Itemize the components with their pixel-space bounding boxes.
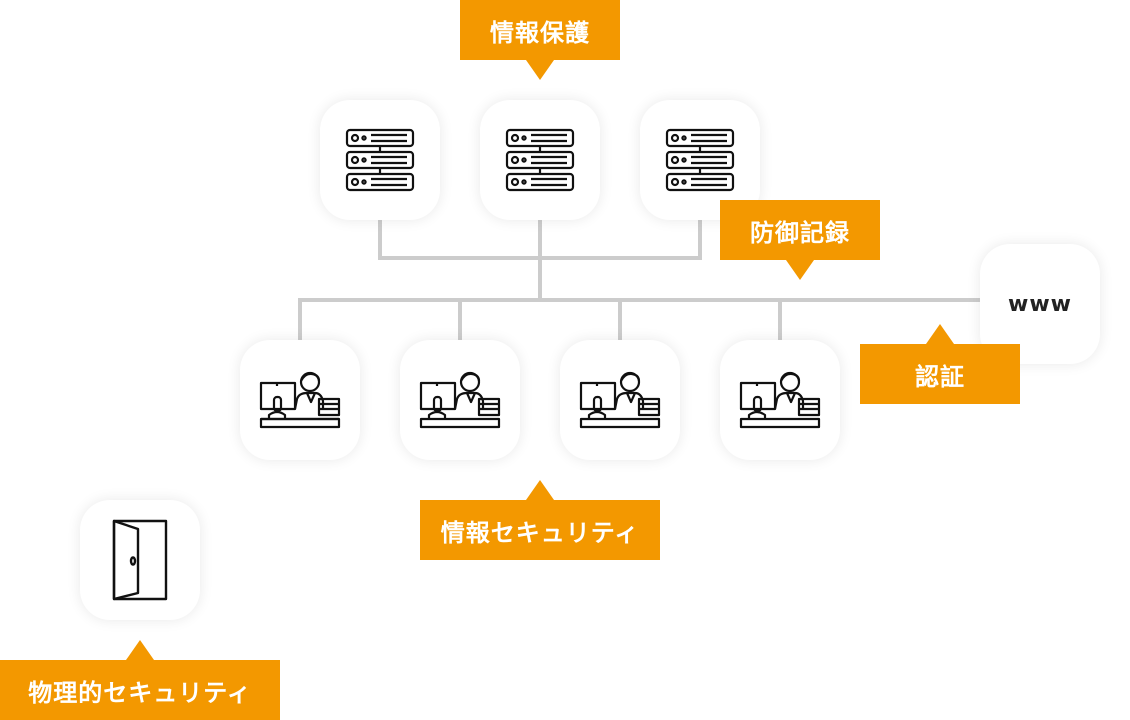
server-rack-icon [345,128,415,192]
label-physical-security: 物理的セキュリティ [0,660,280,720]
workstation-node-2 [400,340,520,460]
door-icon [112,519,168,601]
label-defense-log-text: 防御記録 [750,218,850,247]
server-node-1 [320,100,440,220]
label-info-security-text: 情報セキュリティ [440,518,640,547]
workstation-node-4 [720,340,840,460]
person-at-computer-icon [419,371,501,429]
workstation-node-3 [560,340,680,460]
door-node [80,500,200,620]
person-at-computer-icon [259,371,341,429]
server-rack-icon [665,128,735,192]
server-rack-icon [505,128,575,192]
label-authentication-text: 認証 [915,362,965,391]
label-defense-log: 防御記録 [720,200,880,260]
label-info-protection-text: 情報保護 [490,18,590,47]
workstation-node-1 [240,340,360,460]
person-at-computer-icon [739,371,821,429]
label-authentication-pointer [926,324,954,344]
label-info-security: 情報セキュリティ [420,500,660,560]
label-physical-security-text: 物理的セキュリティ [28,678,252,707]
person-at-computer-icon [579,371,661,429]
label-info-protection: 情報保護 [460,0,620,60]
label-info-protection-pointer [526,60,554,80]
label-defense-log-pointer [786,260,814,280]
label-physical-security-pointer [126,640,154,660]
label-info-security-pointer [526,480,554,500]
server-node-2 [480,100,600,220]
label-authentication: 認証 [860,344,1020,404]
www-label: www [1008,291,1072,317]
